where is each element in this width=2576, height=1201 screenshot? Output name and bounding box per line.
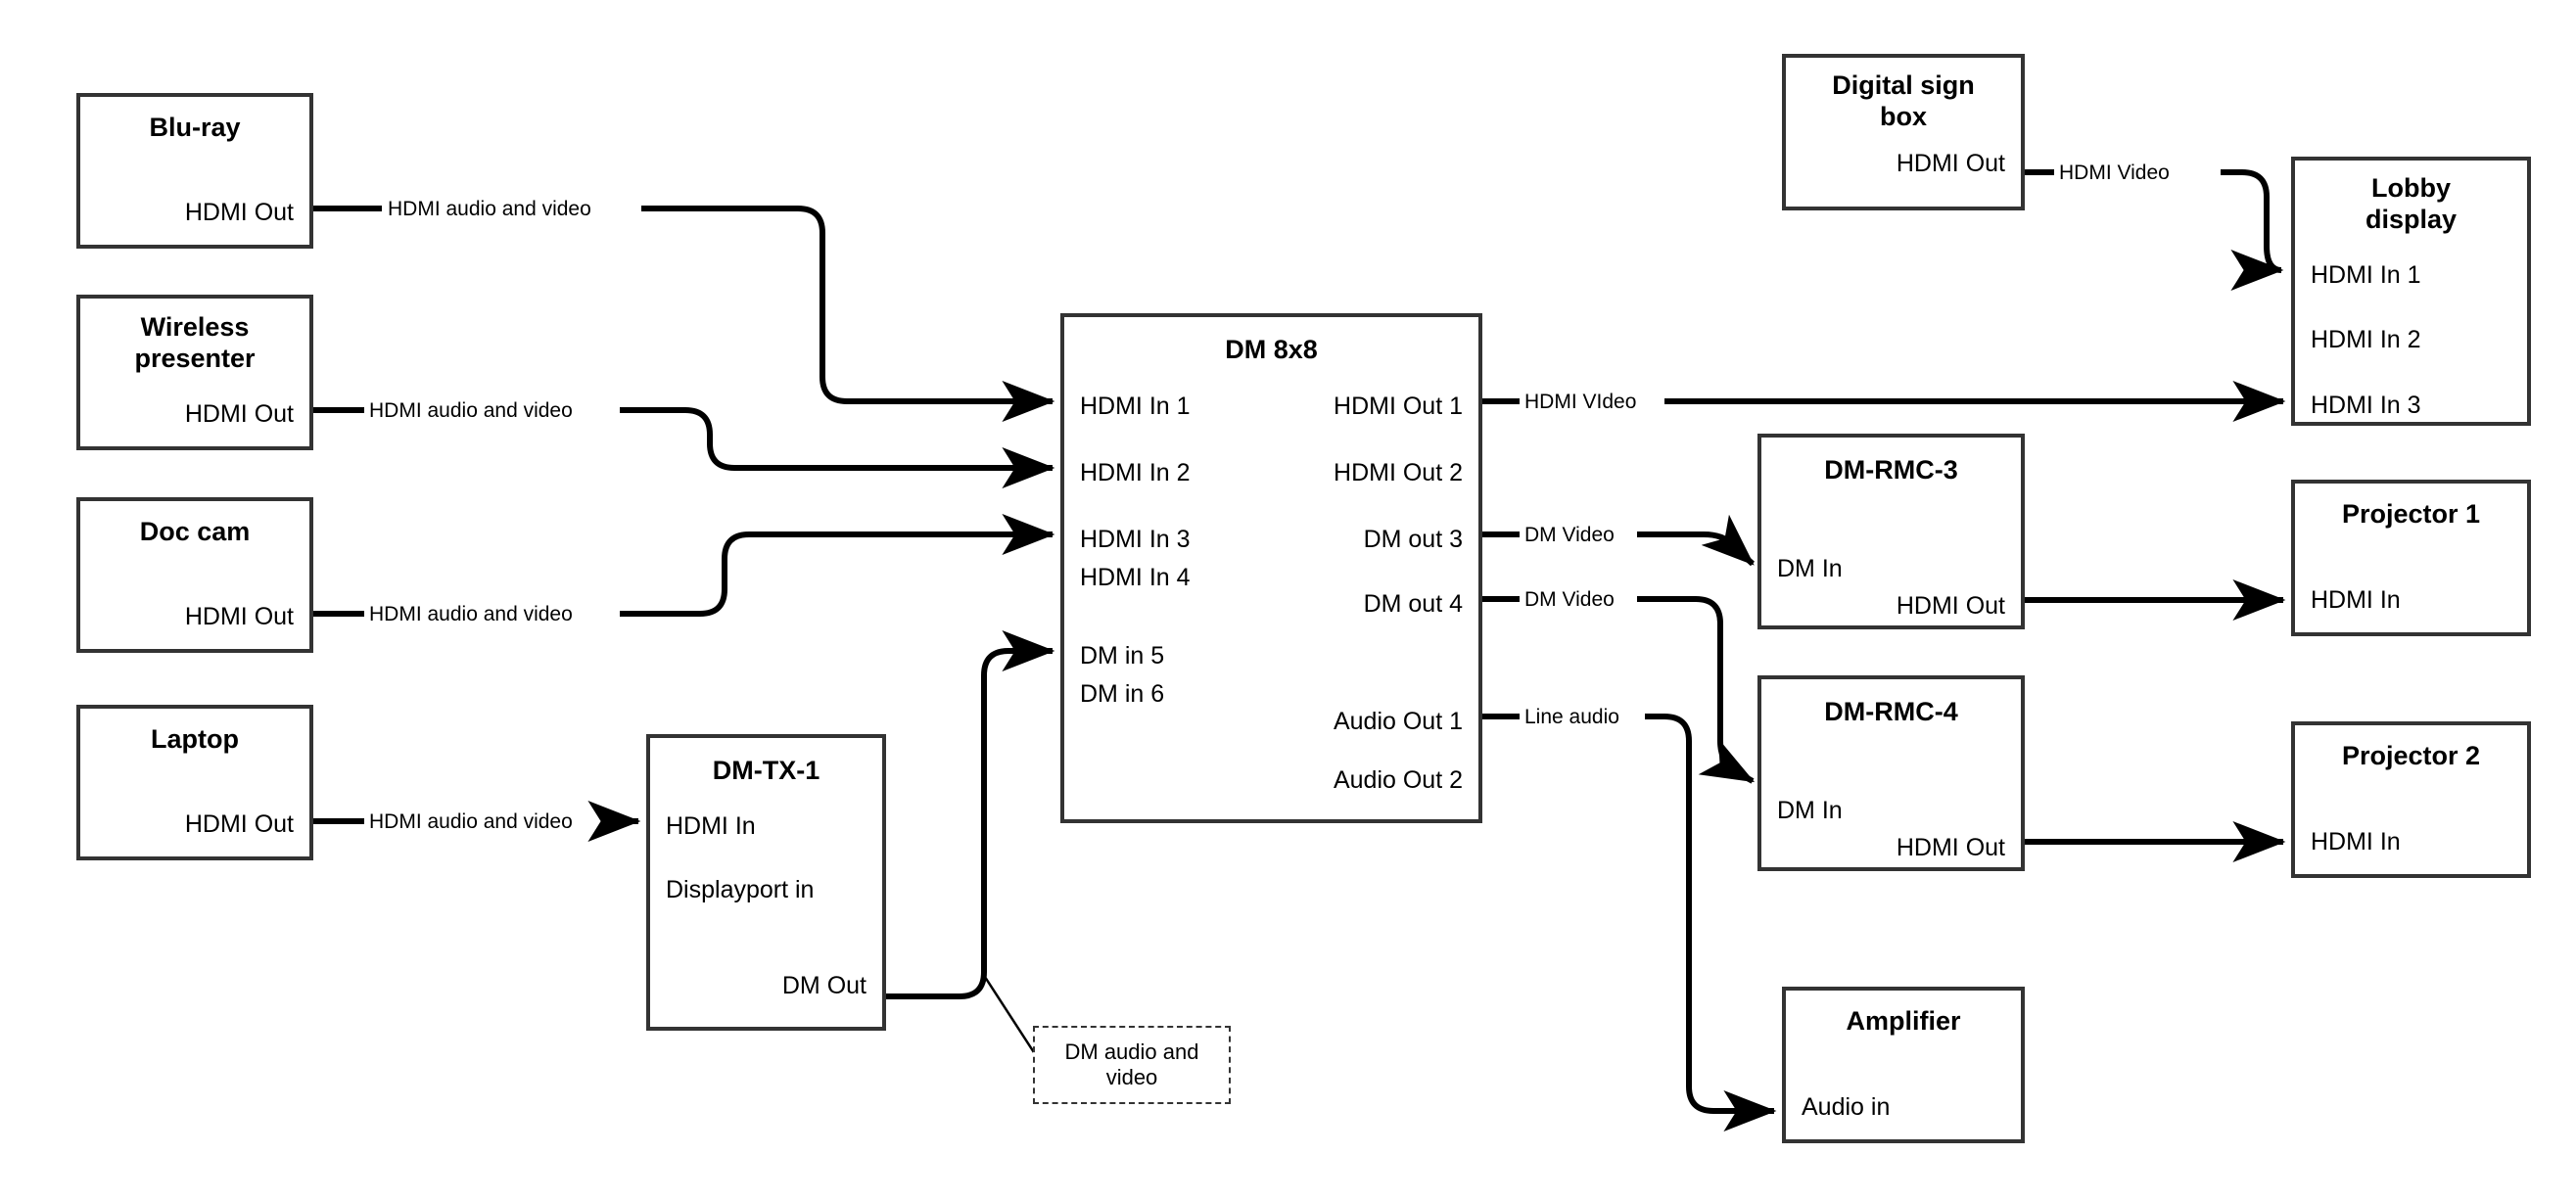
node-dm-8x8-port-dm-in-6: DM in 6: [1080, 680, 1165, 708]
node-lobby-display-port-hdmi-in-2: HDMI In 2: [2311, 326, 2421, 353]
node-lobby-display[interactable]: Lobby display HDMI In 1 HDMI In 2 HDMI I…: [2291, 157, 2531, 426]
node-doc-cam[interactable]: Doc cam HDMI Out: [76, 497, 313, 653]
wire-doccam-to-dm8x8: [313, 534, 1053, 617]
node-dm-8x8-port-dm-in-5: DM in 5: [1080, 642, 1165, 670]
node-digital-sign-box[interactable]: Digital sign box HDMI Out: [1782, 54, 2025, 210]
node-dm-tx-1-port-hdmi-in: HDMI In: [666, 812, 756, 840]
node-dm-8x8-port-audio-out-1: Audio Out 1: [1333, 708, 1463, 735]
node-dm-8x8-port-hdmi-in-3: HDMI In 3: [1080, 526, 1191, 553]
node-bluray-port-hdmi-out: HDMI Out: [184, 199, 294, 226]
edge-label-dm8x8-audioout1-to-amplifier: Line audio: [1520, 707, 1624, 727]
node-lobby-display-title-line2: display: [2365, 205, 2458, 234]
node-dm-tx-1-title: DM-TX-1: [712, 756, 820, 785]
node-dm-rmc-3-title: DM-RMC-3: [1824, 455, 1958, 485]
node-laptop[interactable]: Laptop HDMI Out: [76, 705, 313, 860]
wire-dm8x8-dmout4-to-rmc4: [1482, 596, 1753, 781]
node-dm-8x8-port-hdmi-out-2: HDMI Out 2: [1334, 459, 1463, 486]
edge-label-dm8x8-hdmiout1-to-lobby: HDMI VIdeo: [1520, 392, 1642, 412]
node-bluray-title: Blu-ray: [149, 113, 241, 142]
node-dm-8x8-port-dm-out-4: DM out 4: [1363, 590, 1463, 618]
node-dm-rmc-4-port-hdmi-out: HDMI Out: [1896, 834, 2005, 861]
node-dm-8x8-port-audio-out-2: Audio Out 2: [1333, 766, 1463, 794]
node-digital-sign-box-title-line1: Digital sign: [1832, 70, 1975, 100]
node-dm-rmc-4-title: DM-RMC-4: [1824, 697, 1958, 726]
edge-label-digitalsign-to-lobby: HDMI Video: [2054, 162, 2175, 183]
node-bluray[interactable]: Blu-ray HDMI Out: [76, 93, 313, 249]
node-projector-1[interactable]: Projector 1 HDMI In: [2291, 480, 2531, 636]
node-lobby-display-port-hdmi-in-1: HDMI In 1: [2311, 261, 2421, 289]
node-projector-1-title: Projector 1: [2341, 499, 2481, 529]
node-dm-rmc-3-port-dm-in: DM In: [1777, 555, 1843, 582]
wire-digitalsign-to-lobby: [2025, 169, 2281, 270]
node-doc-cam-title: Doc cam: [139, 517, 251, 546]
node-amplifier[interactable]: Amplifier Audio in: [1782, 987, 2025, 1143]
node-dm-8x8-port-hdmi-in-1: HDMI In 1: [1080, 393, 1191, 420]
node-dm-rmc-4[interactable]: DM-RMC-4 DM In HDMI Out: [1757, 675, 2025, 871]
node-projector-2[interactable]: Projector 2 HDMI In: [2291, 721, 2531, 878]
node-dm-8x8-port-hdmi-in-2: HDMI In 2: [1080, 459, 1191, 486]
node-wireless-presenter[interactable]: Wireless presenter HDMI Out: [76, 295, 313, 450]
wire-dm8x8-audioout1-to-amplifier: [1482, 714, 1774, 1111]
node-dm-tx-1[interactable]: DM-TX-1 HDMI In Displayport in DM Out: [646, 734, 886, 1031]
node-doc-cam-port-hdmi-out: HDMI Out: [184, 603, 294, 630]
node-dm-rmc-3-port-hdmi-out: HDMI Out: [1896, 592, 2005, 620]
edge-label-bluray-to-dm8x8: HDMI audio and video: [383, 199, 596, 219]
edge-label-wireless-to-dm8x8: HDMI audio and video: [364, 400, 578, 421]
node-dm-tx-1-port-dm-out: DM Out: [781, 972, 866, 999]
edge-label-dm8x8-dmout4-to-rmc4: DM Video: [1520, 589, 1619, 610]
node-projector-2-title: Projector 2: [2341, 741, 2481, 770]
wire-bluray-to-dm8x8: [313, 206, 1053, 401]
node-dm-8x8-port-dm-out-3: DM out 3: [1363, 526, 1463, 553]
node-lobby-display-port-hdmi-in-3: HDMI In 3: [2311, 392, 2421, 419]
note-dm-audio-and-video: DM audio and video: [1033, 1026, 1231, 1104]
node-wireless-presenter-port-hdmi-out: HDMI Out: [184, 400, 294, 428]
node-wireless-presenter-title-line2: presenter: [134, 344, 256, 373]
node-dm-8x8-port-hdmi-in-4: HDMI In 4: [1080, 564, 1191, 591]
node-dm-rmc-3[interactable]: DM-RMC-3 DM In HDMI Out: [1757, 434, 2025, 629]
node-amplifier-title: Amplifier: [1846, 1006, 1961, 1036]
node-dm-8x8-port-hdmi-out-1: HDMI Out 1: [1334, 393, 1463, 420]
edge-label-doccam-to-dm8x8: HDMI audio and video: [364, 604, 578, 624]
node-dm-8x8-title: DM 8x8: [1225, 335, 1318, 364]
node-digital-sign-box-title-line2: box: [1879, 102, 1927, 131]
node-projector-1-port-hdmi-in: HDMI In: [2311, 586, 2401, 614]
node-digital-sign-box-port-hdmi-out: HDMI Out: [1896, 150, 2005, 177]
node-laptop-port-hdmi-out: HDMI Out: [184, 810, 294, 838]
node-amplifier-port-audio-in: Audio in: [1802, 1093, 1891, 1121]
node-lobby-display-title-line1: Lobby: [2371, 173, 2451, 203]
edge-label-dm8x8-dmout3-to-rmc3: DM Video: [1520, 525, 1619, 545]
node-dm-tx-1-port-displayport-in: Displayport in: [666, 876, 815, 903]
node-laptop-title: Laptop: [151, 724, 239, 754]
node-dm-rmc-4-port-dm-in: DM In: [1777, 797, 1843, 824]
wire-dmtx1-to-dm8x8: [886, 630, 1055, 999]
node-dm-8x8[interactable]: DM 8x8 HDMI In 1 HDMI In 2 HDMI In 3 HDM…: [1060, 313, 1482, 823]
node-projector-2-port-hdmi-in: HDMI In: [2311, 828, 2401, 855]
edge-label-laptop-to-dmtx1: HDMI audio and video: [364, 811, 578, 832]
node-wireless-presenter-title-line1: Wireless: [140, 312, 250, 342]
